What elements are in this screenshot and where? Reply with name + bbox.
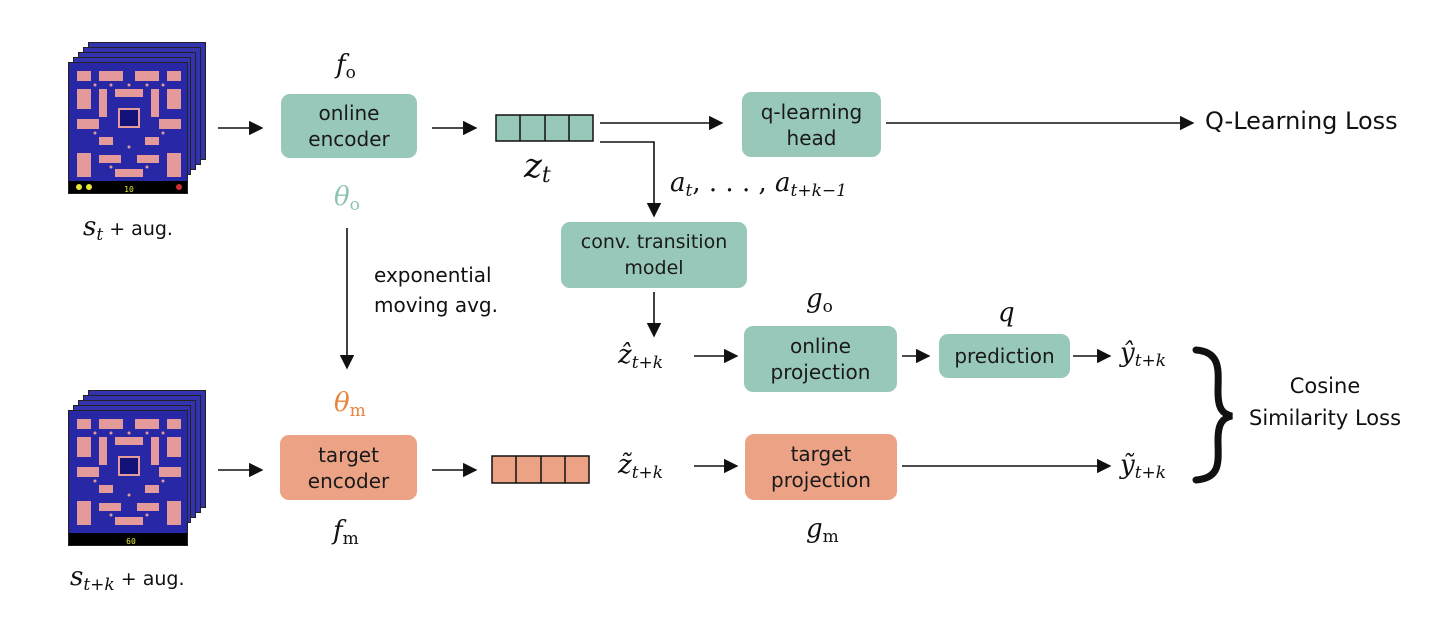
- prediction-fn-label: q: [998, 298, 1015, 328]
- target-projection-box: target projection: [745, 434, 897, 500]
- y-hat-label: ŷt+k: [1120, 338, 1167, 371]
- frame-score-bottom: 60: [126, 537, 136, 546]
- cosine-similarity-loss-label: Cosine Similarity Loss: [1248, 374, 1402, 430]
- latent-vector-online: [495, 114, 594, 142]
- z-hat-label: ẑt+k: [618, 340, 664, 373]
- latent-label: zt: [524, 146, 551, 188]
- ema-label: exponential moving avg.: [374, 263, 498, 317]
- curly-brace: [1192, 346, 1233, 484]
- target-encoder-box: target encoder: [280, 435, 417, 500]
- target-params-label: θm: [334, 388, 366, 421]
- target-projection-fn-label: gm: [806, 514, 839, 547]
- input-label-current: st + aug.: [83, 212, 173, 245]
- game-frame-icon: 60: [69, 411, 187, 546]
- target-encoder-fn-label: fm: [333, 516, 359, 549]
- game-frame-icon: 10: [69, 63, 187, 194]
- actions-label: at, . . . , at+k−1: [670, 168, 847, 201]
- transition-model-box: conv. transition model: [561, 222, 747, 288]
- online-params-label: θo: [334, 182, 360, 215]
- online-projection-fn-label: go: [806, 284, 833, 317]
- online-projection-box: online projection: [744, 326, 897, 392]
- prediction-box: prediction: [939, 334, 1070, 378]
- online-encoder-fn-label: fo: [336, 50, 356, 83]
- latent-vector-target: [491, 455, 590, 484]
- online-encoder-box: online encoder: [281, 94, 417, 158]
- input-frames-future: 60: [68, 390, 218, 546]
- input-frames-current: 10: [68, 42, 218, 194]
- q-learning-loss-label: Q-Learning Loss: [1205, 107, 1398, 135]
- arrow-latent-to-transition: [600, 141, 662, 218]
- input-label-future: st+k + aug.: [70, 562, 185, 595]
- y-tilde-label: ỹt+k: [1120, 450, 1167, 483]
- z-tilde-label: z̃t+k: [618, 450, 664, 483]
- frame-score-top: 10: [124, 185, 134, 194]
- q-learning-head-box: q-learning head: [742, 92, 881, 157]
